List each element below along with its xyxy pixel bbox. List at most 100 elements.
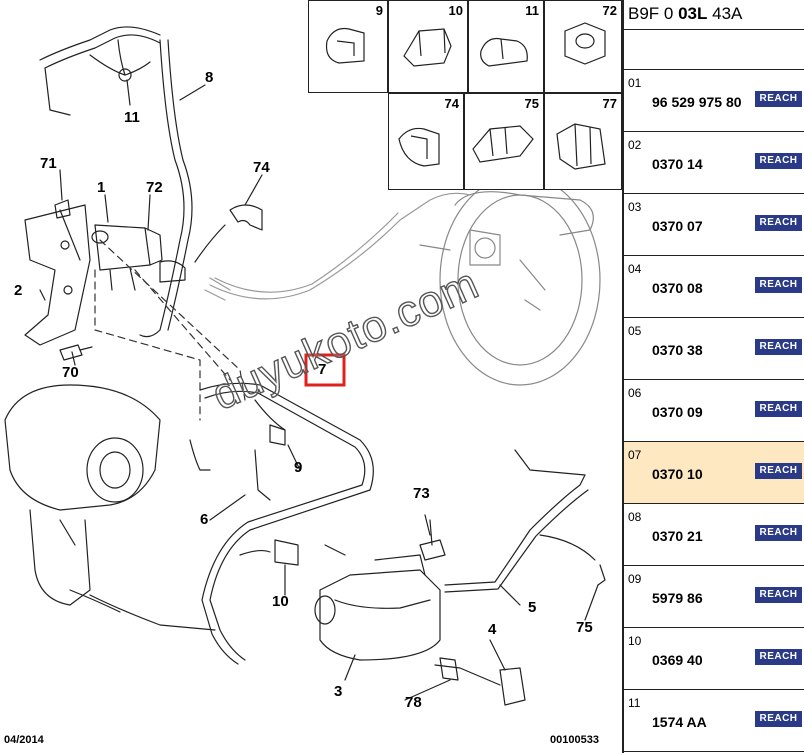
- reference-row-02[interactable]: 02 0370 14 REACH: [624, 132, 804, 194]
- part-number: 0370 21: [652, 528, 703, 544]
- reach-badge: REACH: [755, 277, 802, 293]
- diagram-drawing: [4, 26, 606, 706]
- pipe-5: [444, 449, 586, 586]
- header-bold: 03L: [678, 4, 708, 23]
- row-index: 11: [628, 696, 641, 710]
- part-number: 0370 08: [652, 280, 703, 296]
- callout-1: 1: [97, 179, 106, 196]
- turbocharger: [4, 384, 161, 606]
- row-index: 04: [628, 262, 642, 276]
- header-suffix: 43A: [707, 4, 743, 23]
- part-number: 5979 86: [652, 590, 703, 606]
- callout-70: 70: [62, 364, 79, 381]
- callout-75: 75: [576, 619, 593, 636]
- highlight-box-7: [304, 353, 346, 387]
- part-number: 1574 AA: [652, 714, 707, 730]
- reference-row-01[interactable]: 01 96 529 975 80 REACH: [624, 70, 804, 132]
- reference-row-08[interactable]: 08 0370 21 REACH: [624, 504, 804, 566]
- callout-7: 7: [318, 361, 327, 378]
- clip-10-icon: [403, 28, 452, 67]
- reference-row-04[interactable]: 04 0370 08 REACH: [624, 256, 804, 318]
- clip-box-11: 11: [468, 0, 544, 93]
- reference-row-05[interactable]: 05 0370 38 REACH: [624, 318, 804, 380]
- reach-badge: REACH: [755, 587, 802, 603]
- callout-3: 3: [334, 683, 343, 700]
- clip-box-72: 72: [544, 0, 622, 93]
- vacuum-canister-3: [314, 554, 441, 661]
- reach-badge: REACH: [755, 525, 802, 541]
- clip-box-77: 77: [544, 93, 622, 190]
- row-index: 10: [628, 634, 642, 648]
- row-index: 03: [628, 200, 642, 214]
- callout-73: 73: [413, 485, 430, 502]
- reach-badge: REACH: [755, 91, 802, 107]
- part-number: 0370 09: [652, 404, 703, 420]
- callout-10: 10: [272, 593, 289, 610]
- clip-box-9: 9: [308, 0, 388, 93]
- callout-8: 8: [205, 69, 214, 86]
- row-index: 09: [628, 572, 642, 586]
- reference-panel: B9F 0 03L 43A 01 96 529 975 80 REACH 02 …: [622, 0, 804, 753]
- reach-badge: REACH: [755, 153, 802, 169]
- callout-9: 9: [294, 459, 303, 476]
- clip-box-label: 77: [602, 96, 617, 111]
- row-index: 07: [628, 448, 642, 462]
- reference-header: B9F 0 03L 43A: [624, 0, 804, 30]
- bracket-2: [24, 204, 91, 346]
- reach-badge: REACH: [755, 401, 802, 417]
- callout-6: 6: [200, 511, 209, 528]
- clip-box-74: 74: [388, 93, 464, 190]
- reference-row-07[interactable]: 07 0370 10 REACH: [624, 442, 804, 504]
- row-index: 02: [628, 138, 642, 152]
- callout-11: 11: [124, 109, 140, 126]
- clip-box-75: 75: [464, 93, 544, 190]
- solenoid-valve-1: [91, 224, 163, 291]
- part-number: 0369 40: [652, 652, 703, 668]
- callout-4: 4: [488, 621, 497, 638]
- callout-78: 78: [405, 694, 422, 711]
- clip-77-icon: [556, 123, 606, 170]
- reach-badge: REACH: [755, 339, 802, 355]
- clip-box-label: 75: [524, 96, 539, 111]
- reference-row-10[interactable]: 10 0369 40 REACH: [624, 628, 804, 690]
- callout-71: 71: [40, 155, 57, 172]
- clip-74-icon: [398, 127, 440, 167]
- footer-date: 04/2014: [4, 734, 44, 746]
- clip-box-label: 72: [602, 3, 617, 18]
- reach-badge: REACH: [755, 463, 802, 479]
- hose-8: [139, 39, 185, 338]
- footer-code: 00100533: [550, 734, 599, 746]
- reference-row-06[interactable]: 06 0370 09 REACH: [624, 380, 804, 442]
- clip-11-icon: [480, 37, 528, 67]
- clip-box-10: 10: [388, 0, 468, 93]
- reference-row-03[interactable]: 03 0370 07 REACH: [624, 194, 804, 256]
- vacuum-line: [209, 192, 471, 300]
- reference-row-09[interactable]: 09 5979 86 REACH: [624, 566, 804, 628]
- callout-72: 72: [146, 179, 163, 196]
- part-number: 0370 07: [652, 218, 703, 234]
- reference-row-11[interactable]: 11 1574 AA REACH: [624, 690, 804, 752]
- clip-75-icon: [472, 125, 534, 163]
- part-number: 96 529 975 80: [652, 94, 742, 110]
- part-number: 0370 38: [652, 342, 703, 358]
- clip-box-label: 9: [375, 3, 383, 18]
- nut-72-icon: [564, 22, 606, 65]
- callout-74: 74: [253, 159, 270, 176]
- reach-badge: REACH: [755, 649, 802, 665]
- clip-9-icon: [325, 27, 365, 64]
- row-index: 01: [628, 76, 642, 90]
- part-number: 0370 10: [652, 466, 703, 482]
- bracket-4: [499, 667, 526, 706]
- row-index: 05: [628, 324, 642, 338]
- header-prefix: B9F 0: [628, 4, 679, 23]
- callout-2: 2: [14, 282, 23, 299]
- clip-box-label: 10: [448, 3, 463, 18]
- parts-diagram: 9 10 11 72 74 75 77 1 2 3 4 5 6 7 8 9 10…: [4, 0, 622, 746]
- reach-badge: REACH: [755, 711, 802, 727]
- reach-badge: REACH: [755, 215, 802, 231]
- callout-5: 5: [528, 599, 537, 616]
- pipe-6: [199, 382, 374, 661]
- row-index: 06: [628, 386, 642, 400]
- clip-box-label: 74: [444, 96, 459, 111]
- row-index: 08: [628, 510, 642, 524]
